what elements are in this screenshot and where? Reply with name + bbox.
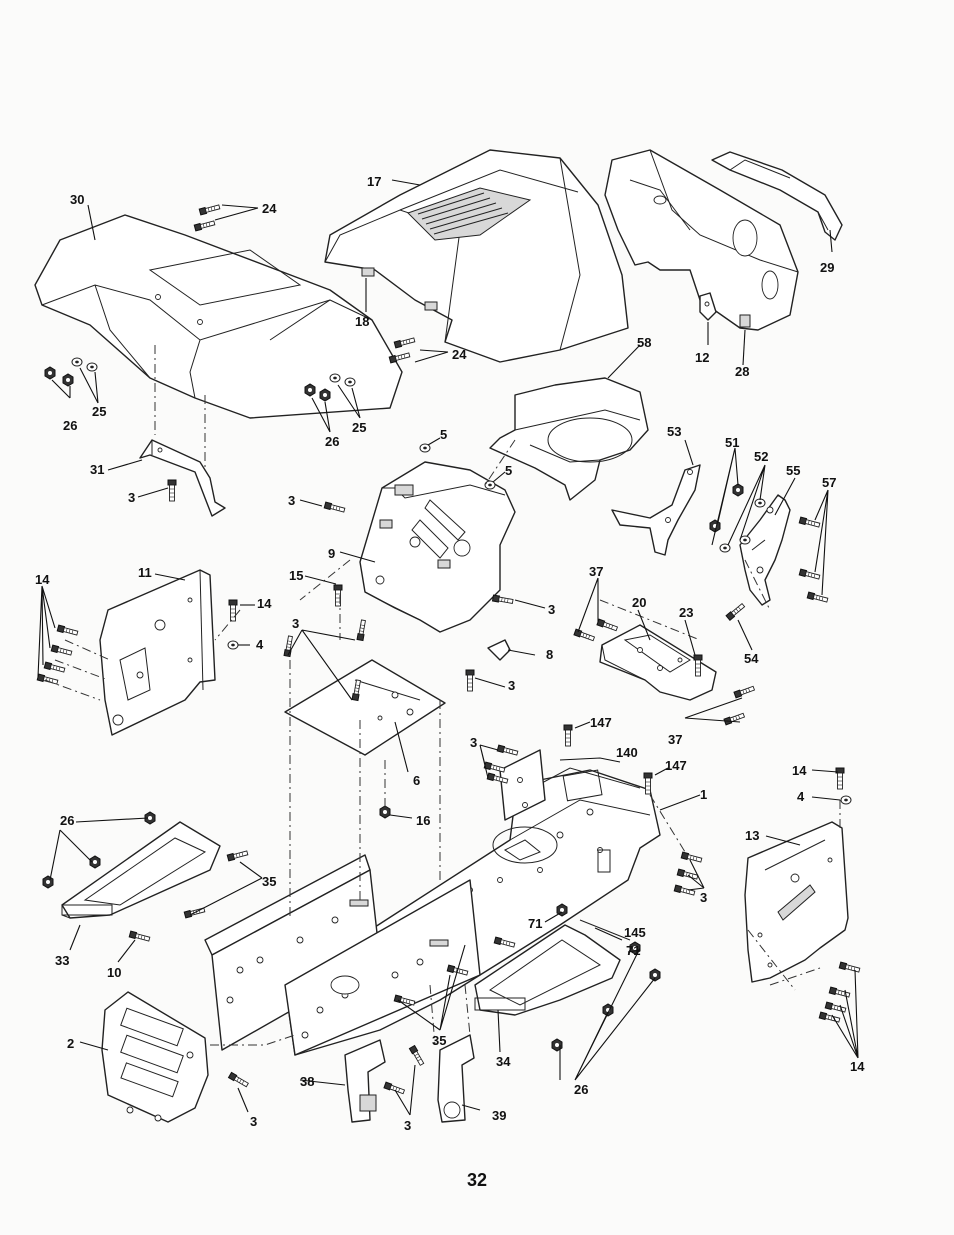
front-plate-2 xyxy=(102,992,208,1122)
callout-5-mid: 5 xyxy=(505,463,512,478)
callout-3-f: 3 xyxy=(470,735,477,750)
callout-26-mid: 26 xyxy=(325,434,339,449)
callout-31: 31 xyxy=(90,462,104,477)
right-side-panel-13 xyxy=(745,822,848,982)
left-footrest-33 xyxy=(62,822,220,918)
callout-26-right: 26 xyxy=(574,1082,588,1097)
callout-18: 18 xyxy=(355,314,369,329)
callout-3-d: 3 xyxy=(292,616,299,631)
callout-37-bottom: 37 xyxy=(668,732,682,747)
callout-58: 58 xyxy=(637,335,651,350)
callout-3-c: 3 xyxy=(548,602,555,617)
callout-10: 10 xyxy=(107,965,121,980)
callout-26-left: 26 xyxy=(63,418,77,433)
callout-5-top: 5 xyxy=(440,427,447,442)
callout-140: 140 xyxy=(616,745,638,760)
callout-15: 15 xyxy=(289,568,303,583)
callout-1: 1 xyxy=(700,787,707,802)
callout-24-top: 24 xyxy=(262,201,277,216)
callout-52: 52 xyxy=(754,449,768,464)
callout-3-g: 3 xyxy=(700,890,707,905)
callout-8: 8 xyxy=(546,647,553,662)
callout-14-b: 14 xyxy=(257,596,272,611)
callout-51: 51 xyxy=(725,435,739,450)
callout-3-h: 3 xyxy=(404,1118,411,1133)
callout-23: 23 xyxy=(679,605,693,620)
callout-6: 6 xyxy=(413,773,420,788)
callout-3-i: 3 xyxy=(250,1114,257,1129)
callout-11: 11 xyxy=(138,565,152,580)
bracket-39 xyxy=(438,1035,474,1122)
callout-14-bottom: 14 xyxy=(850,1059,865,1074)
callout-53: 53 xyxy=(667,424,681,439)
callout-33: 33 xyxy=(55,953,69,968)
callout-16: 16 xyxy=(416,813,430,828)
callout-35-mid: 35 xyxy=(432,1033,446,1048)
dash-shroud-58 xyxy=(490,378,648,500)
callout-25-left: 25 xyxy=(92,404,106,419)
callout-34: 34 xyxy=(496,1054,511,1069)
floor-plate-6 xyxy=(285,660,445,755)
left-side-panel-11 xyxy=(100,570,215,735)
callout-29: 29 xyxy=(820,260,834,275)
callout-17: 17 xyxy=(367,174,381,189)
callout-3-e: 3 xyxy=(508,678,515,693)
arm-55 xyxy=(740,495,790,605)
callout-30: 30 xyxy=(70,192,84,207)
callout-39: 39 xyxy=(492,1108,506,1123)
callout-38: 38 xyxy=(300,1074,314,1089)
callout-71-b: 71 xyxy=(626,943,640,958)
callout-2: 2 xyxy=(67,1036,74,1051)
callout-55: 55 xyxy=(786,463,800,478)
callout-14-left: 14 xyxy=(35,572,50,587)
callout-9: 9 xyxy=(328,546,335,561)
page-number: 32 xyxy=(0,1170,954,1191)
callout-3-a: 3 xyxy=(128,490,135,505)
callout-145: 145 xyxy=(624,925,646,940)
callout-24-mid: 24 xyxy=(452,347,467,362)
callout-4-left: 4 xyxy=(256,637,264,652)
callout-4-right: 4 xyxy=(797,789,805,804)
callout-28: 28 xyxy=(735,364,749,379)
bracket-31 xyxy=(140,440,225,516)
link-bracket-53 xyxy=(612,465,700,555)
callout-35-left: 35 xyxy=(262,874,276,889)
bracket-38 xyxy=(345,1040,385,1122)
callout-54: 54 xyxy=(744,651,759,666)
callout-147-b: 147 xyxy=(665,758,687,773)
callout-26-frontleft: 26 xyxy=(60,813,74,828)
callout-20: 20 xyxy=(632,595,646,610)
callout-3-b: 3 xyxy=(288,493,295,508)
callout-147-a: 147 xyxy=(590,715,612,730)
callout-37-top: 37 xyxy=(589,564,603,579)
callout-57: 57 xyxy=(822,475,836,490)
callout-14-right: 14 xyxy=(792,763,807,778)
callout-25-mid: 25 xyxy=(352,420,366,435)
callout-12: 12 xyxy=(695,350,709,365)
callout-71-a: 71 xyxy=(528,916,542,931)
callout-13: 13 xyxy=(745,828,759,843)
